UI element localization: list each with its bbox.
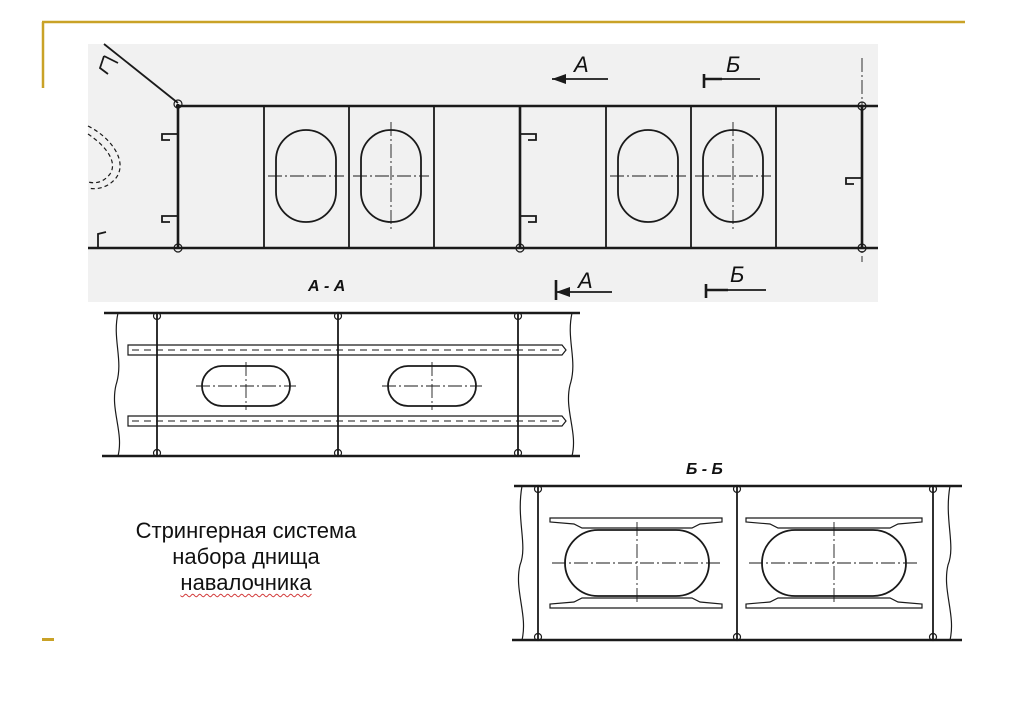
cut-label-b-bottom: Б — [730, 262, 744, 287]
cut-label-a-top: А — [572, 52, 589, 77]
caption-line-3: навалочника — [180, 570, 312, 595]
section-aa: А - А — [102, 278, 580, 458]
section-bb: Б - Б — [512, 461, 962, 642]
caption-line-2: набора днища — [172, 544, 320, 569]
section-bb-title: Б - Б — [686, 461, 723, 478]
caption: Стрингерная система набора днища навалоч… — [96, 518, 396, 596]
cut-label-b-top: Б — [726, 52, 740, 77]
slide-bullet-marker — [42, 638, 54, 641]
section-aa-title: А - А — [307, 278, 345, 295]
cut-label-a-bottom: А — [576, 268, 593, 293]
slide-accent-frame — [41, 20, 965, 88]
caption-line-1: Стрингерная система — [135, 518, 357, 543]
side-view: А Б А Б — [87, 43, 878, 302]
